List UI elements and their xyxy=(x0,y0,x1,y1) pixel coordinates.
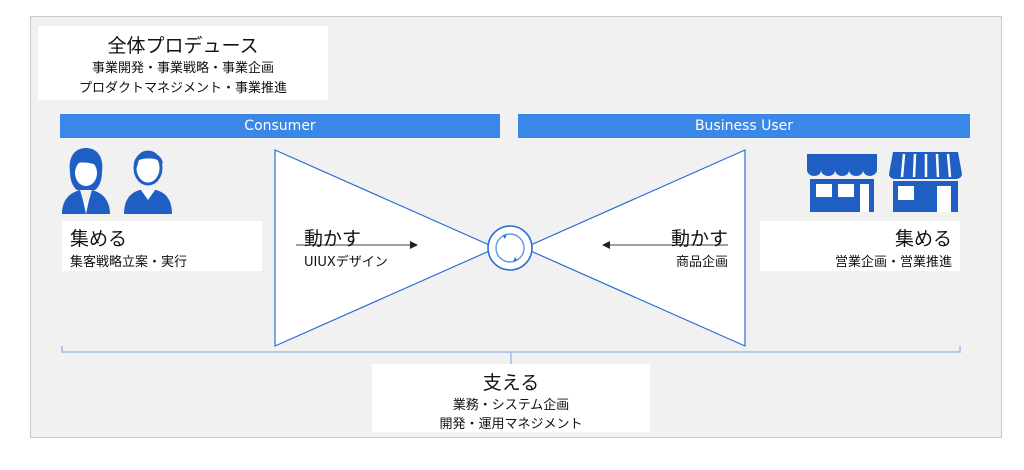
person-female-icon xyxy=(62,148,110,214)
left-triangle xyxy=(274,149,498,347)
bottom-line2: 開発・運用マネジメント xyxy=(439,417,583,432)
header-line1: 事業開発・事業戦略・事業企画 xyxy=(91,61,274,76)
left-move-title: 動かす xyxy=(304,228,362,250)
right-collect-title: 集める xyxy=(894,228,952,250)
left-collect-sub: 集客戦略立案・実行 xyxy=(70,255,188,270)
shop-icon xyxy=(807,154,877,212)
bottom-title: 支える xyxy=(482,372,540,394)
business-user-bar: Business User xyxy=(518,114,970,138)
storefront-icon xyxy=(889,152,962,212)
bracket-line xyxy=(61,346,961,366)
right-collect-sub: 営業企画・営業推進 xyxy=(834,255,952,270)
arrow-right-move xyxy=(602,241,728,249)
right-triangle xyxy=(522,149,746,347)
right-move-title: 動かす xyxy=(670,228,728,250)
right-collect-box xyxy=(760,221,960,271)
right-move-sub: 商品企画 xyxy=(675,255,728,270)
left-move-sub: UIUXデザイン xyxy=(304,255,388,270)
person-male-icon xyxy=(124,150,172,214)
left-collect-box xyxy=(62,221,262,271)
header-title: 全体プロデュース xyxy=(107,35,259,57)
consumer-bar: Consumer xyxy=(60,114,500,138)
bottom-line1: 業務・システム企画 xyxy=(452,398,570,413)
left-collect-title: 集める xyxy=(70,228,128,250)
header-line2: プロダクトマネジメント・事業推進 xyxy=(78,81,287,96)
bottom-support-box xyxy=(372,364,650,432)
cycle-icon xyxy=(487,225,533,271)
arrow-left-move xyxy=(296,241,418,249)
header-box xyxy=(38,26,328,100)
